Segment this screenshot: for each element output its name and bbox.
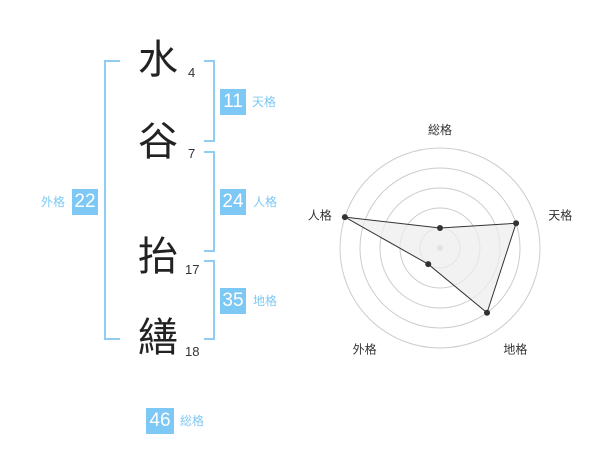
radar-point-3	[484, 309, 491, 316]
gaikaku-value: 22	[72, 189, 98, 215]
name-char-2: 谷	[138, 119, 178, 165]
radar-point-4	[425, 261, 432, 268]
chikaku-bracket	[204, 260, 215, 340]
chikaku-label: 地格	[253, 294, 278, 308]
soukaku-label: 総格	[180, 414, 205, 428]
name-char-3: 抬	[138, 234, 178, 280]
soukaku-value: 46	[146, 408, 174, 434]
jinkaku-value: 24	[220, 189, 246, 215]
stroke-count-2: 7	[188, 146, 196, 161]
radar-axis-label-3: 地格	[503, 341, 527, 356]
radar-axis-label-4: 外格	[353, 341, 377, 356]
jinkaku-label: 人格	[253, 195, 278, 209]
radar-axis-label-2: 天格	[548, 208, 572, 223]
radar-axis-label-5: 人格	[308, 208, 332, 223]
radar-point-1	[437, 225, 443, 231]
stroke-count-3: 17	[185, 262, 200, 277]
radar-point-5	[341, 214, 348, 221]
stroke-count-1: 4	[188, 65, 196, 80]
tenkaku-value: 11	[220, 89, 246, 115]
radar-grid-ring	[359, 167, 521, 329]
jinkaku-bracket	[204, 151, 215, 252]
gaikaku-label: 外格	[41, 195, 66, 209]
gaikaku-bracket	[104, 60, 120, 340]
stroke-count-4: 18	[185, 344, 200, 359]
radar-grid-ring	[339, 147, 541, 349]
name-char-4: 繕	[138, 315, 178, 361]
tenkaku-bracket	[204, 60, 215, 142]
radar-axis-label-1: 総格	[428, 122, 452, 137]
tenkaku-label: 天格	[252, 95, 277, 109]
chikaku-value: 35	[220, 288, 246, 314]
name-char-1: 水	[138, 37, 178, 83]
radar-point-2	[513, 220, 520, 227]
